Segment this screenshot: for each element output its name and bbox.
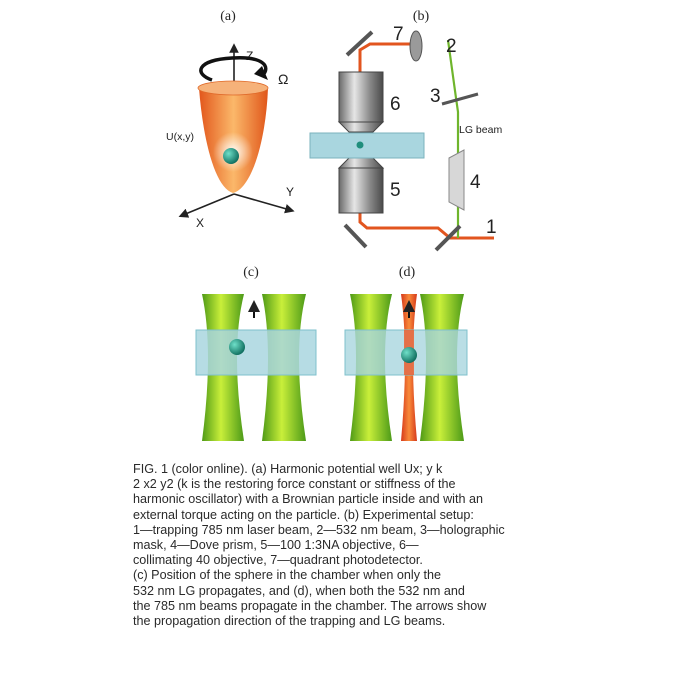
- y-axis: [233, 193, 295, 214]
- label-7: 7: [393, 24, 404, 45]
- caption-line: 532 nm LG propagates, and (d), when both…: [133, 583, 465, 598]
- objective-6-tip: [337, 121, 385, 133]
- figure-illustration: (a) Z Ω U(x,y) X Y (b) 1 2 3 4 5 6 7 LG …: [166, 9, 502, 441]
- omega-label: Ω: [278, 71, 288, 87]
- x-axis: [178, 193, 235, 218]
- sphere-c: [229, 339, 245, 355]
- sphere-d: [401, 347, 417, 363]
- caption-line: (c) Position of the sphere in the chambe…: [133, 568, 442, 583]
- caption-line: collimating 40 objective, 7—quadrant pho…: [133, 553, 423, 568]
- quadrant-photodetector: [409, 30, 423, 62]
- lg-beam: [446, 39, 460, 238]
- caption-line: the 785 nm beams propagate in the chambe…: [133, 598, 487, 613]
- label-3: 3: [430, 86, 441, 107]
- trapped-particle-b: [356, 141, 364, 149]
- label-1: 1: [486, 217, 497, 238]
- y-axis-label: Y: [286, 185, 294, 199]
- label-5: 5: [390, 180, 401, 201]
- mirror-bottom-left: [343, 223, 368, 249]
- caption-line: external torque acting on the particle. …: [133, 507, 474, 522]
- rotation-arrow-icon: [199, 56, 268, 82]
- dove-prism: [448, 149, 465, 211]
- caption-line: 1—trapping 785 nm laser beam, 2—532 nm b…: [133, 522, 505, 537]
- mirror-bottom-right: [434, 224, 462, 252]
- brownian-particle: [223, 148, 239, 164]
- panel-d-label: (d): [399, 265, 416, 280]
- potential-label: U(x,y): [166, 131, 194, 143]
- label-2: 2: [446, 36, 457, 57]
- potential-well-rim: [197, 80, 269, 96]
- chamber-c: [195, 329, 317, 376]
- lg-beam-label: LG beam: [459, 124, 502, 136]
- label-4: 4: [470, 172, 481, 193]
- caption-line: FIG. 1 (color online). (a) Harmonic pote…: [133, 462, 443, 476]
- objective-5-tip: [337, 157, 385, 169]
- objective-6: [338, 71, 384, 123]
- z-axis-label: Z: [246, 49, 253, 63]
- caption-line: mask, 4—Dove prism, 5—100 1:3NA objectiv…: [133, 538, 419, 553]
- caption-line: the propagation direction of the trappin…: [133, 614, 446, 629]
- caption-line: 2 x2 y2 (k is the restoring force consta…: [133, 477, 456, 492]
- figure-caption: FIG. 1 (color online). (a) Harmonic pote…: [133, 462, 603, 629]
- panel-c-label: (c): [243, 265, 259, 280]
- objective-5: [338, 167, 384, 214]
- rotation-arrowhead-icon: [254, 66, 268, 80]
- holographic-mask: [441, 92, 479, 106]
- sample-chamber-b: [309, 132, 425, 159]
- panel-a-label: (a): [220, 9, 236, 24]
- panel-b-label: (b): [413, 9, 430, 24]
- mirror-top-left: [345, 30, 374, 57]
- caption-line: harmonic oscillator) with a Brownian par…: [133, 492, 483, 507]
- label-6: 6: [390, 94, 401, 115]
- x-axis-label: X: [196, 216, 204, 230]
